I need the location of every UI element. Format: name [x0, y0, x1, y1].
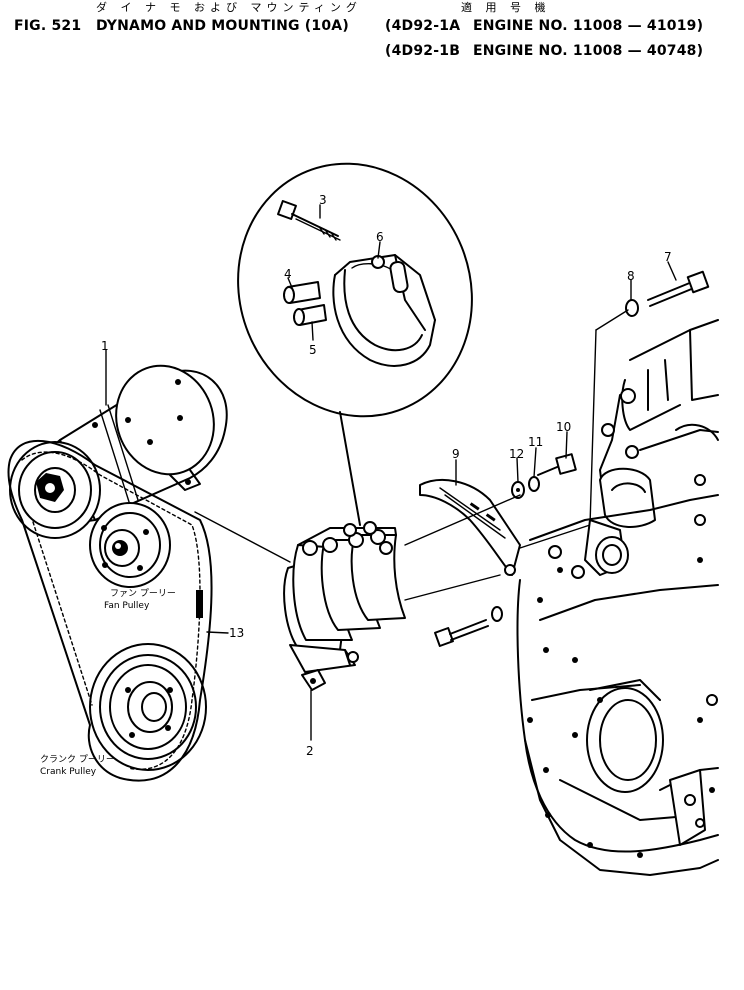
callout-numbers: 1 2 3 4 5 6 7 8 9 10 11 12 13 [101, 193, 672, 758]
applicable-engines-japanese: 適 用 号 機 [461, 1, 551, 14]
part-v-belt [7, 439, 213, 782]
crank-pulley-label: Crank Pulley [40, 767, 97, 777]
pulley-labels: ファン プーリー Fan Pulley クランク プーリー Crank Pull… [40, 588, 176, 777]
part-bolt-detail [277, 200, 341, 241]
part-dynamo [9, 364, 228, 539]
part-lower-bolt [434, 606, 503, 647]
crank-pulley-label-jp: クランク プーリー [40, 754, 115, 765]
engine-block [516, 319, 719, 876]
model-a: (4D92-1A [385, 18, 461, 34]
callout-13: 13 [229, 626, 244, 640]
part-washer-8 [625, 299, 639, 317]
part-washer-11 [528, 476, 540, 492]
detail-inset [237, 162, 473, 526]
figure-title: DYNAMO AND MOUNTING (10A) [96, 18, 349, 34]
callout-11: 11 [528, 435, 543, 449]
part-pins-detail [283, 281, 327, 326]
callout-12: 12 [509, 447, 524, 461]
callout-3: 3 [319, 193, 327, 207]
callout-2: 2 [306, 744, 314, 758]
part-bolt-10 [537, 453, 577, 476]
engine-range-b: ENGINE NO. 11008 — 40748) [473, 43, 704, 59]
callout-1: 1 [101, 339, 109, 353]
fan-pulley-label: Fan Pulley [104, 601, 150, 611]
part-bolt-7 [647, 270, 710, 307]
title-japanese: ダ イ ナ モ および マウンティング [96, 1, 362, 14]
part-crank-pulley [89, 643, 207, 771]
part-clamp-detail [332, 254, 436, 367]
callout-6: 6 [376, 230, 384, 244]
callout-10: 10 [556, 420, 571, 434]
callout-8: 8 [627, 269, 635, 283]
part-fan-pulley [89, 502, 171, 588]
callout-5: 5 [309, 343, 317, 357]
callout-7: 7 [664, 250, 672, 264]
callout-4: 4 [284, 267, 292, 281]
callout-9: 9 [452, 447, 460, 461]
part-mounting-bracket [283, 521, 406, 691]
figure-number: FIG. 521 [14, 18, 82, 34]
callout-leaders [105, 204, 677, 741]
part-adjusting-bar [419, 479, 521, 576]
engine-range-a: ENGINE NO. 11008 — 41019) [473, 18, 704, 34]
alignment-lines [194, 309, 629, 601]
fan-pulley-label-jp: ファン プーリー [110, 588, 176, 599]
model-b: (4D92-1B [385, 43, 461, 59]
